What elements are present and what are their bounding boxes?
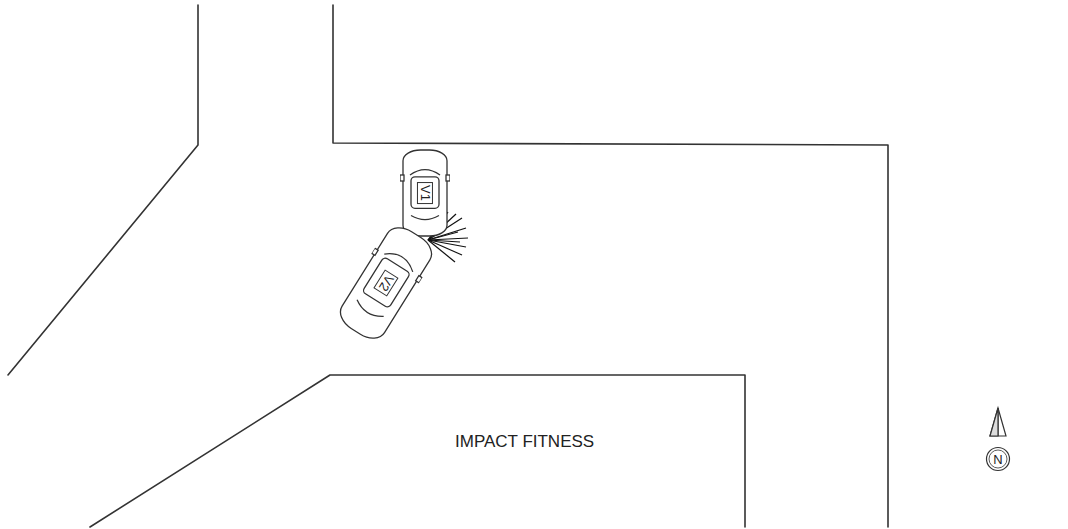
north-arrow — [990, 408, 1006, 436]
north-symbol: N — [985, 446, 1011, 472]
road-edge — [8, 5, 198, 375]
north-letter: N — [993, 453, 1002, 466]
road-edge — [333, 5, 888, 527]
vehicle: V1 — [400, 148, 450, 238]
vehicle: V2 — [331, 218, 441, 348]
road-edge — [90, 375, 745, 527]
building-label: IMPACT FITNESS — [455, 432, 594, 452]
vehicle-label: V1 — [417, 182, 433, 204]
